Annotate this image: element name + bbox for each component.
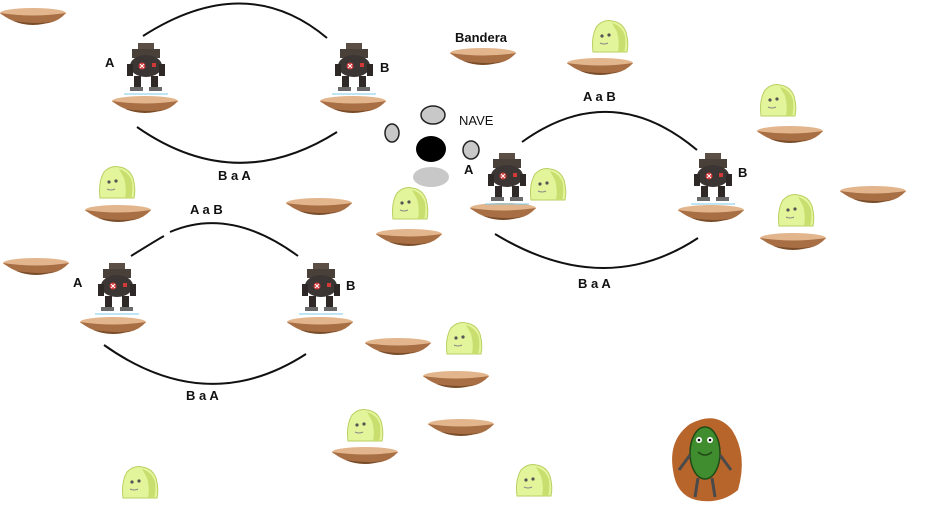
- robot-enemy[interactable]: [690, 152, 736, 205]
- paths: [103, 2, 699, 385]
- robot-enemy[interactable]: [331, 42, 377, 95]
- platform: [365, 338, 431, 355]
- path-right-b-to-a: [494, 233, 699, 269]
- slime-enemy[interactable]: [760, 84, 797, 117]
- platform: [428, 419, 494, 436]
- slime-enemy[interactable]: [446, 322, 483, 355]
- platform: [423, 371, 489, 388]
- ship-oval: [420, 105, 446, 125]
- endpoint-label-b: B: [346, 278, 356, 293]
- slime-enemy[interactable]: [516, 464, 553, 497]
- robot-enemy[interactable]: [484, 152, 530, 205]
- endpoint-label-a: A: [73, 275, 83, 290]
- platform: [470, 203, 536, 220]
- endpoint-label-b: B: [380, 60, 390, 75]
- slime-enemy[interactable]: [530, 168, 567, 201]
- slime-enemy[interactable]: [392, 187, 429, 220]
- endpoint-label-a: A: [105, 55, 115, 70]
- path-top-left-a-to-b: [142, 2, 328, 39]
- path-right-a-to-b: [521, 110, 698, 151]
- path-mid-left-b-to-a: [103, 344, 307, 385]
- platform: [80, 317, 146, 334]
- endpoint-label-b: B: [738, 165, 748, 180]
- ship-core: [416, 136, 446, 162]
- platform: [678, 205, 744, 222]
- ship-oval: [384, 123, 400, 143]
- platform: [0, 8, 66, 25]
- slime-enemy[interactable]: [99, 166, 136, 199]
- slime-enemy[interactable]: [592, 20, 629, 53]
- robot-enemy[interactable]: [94, 262, 140, 315]
- flag-label: Bandera: [455, 30, 508, 45]
- platform: [286, 198, 352, 215]
- slime-enemy[interactable]: [778, 194, 815, 227]
- platform: [287, 317, 353, 334]
- path-top-left-b-to-a: [136, 126, 338, 164]
- platform: [376, 229, 442, 246]
- green-pickle-player-icon[interactable]: [672, 418, 742, 502]
- platform: [332, 447, 398, 464]
- ship-oval: [462, 140, 480, 160]
- platform: [760, 233, 826, 250]
- platform: [85, 205, 151, 222]
- path-mid-left-a-to-b-start: [130, 235, 165, 257]
- slime-enemy[interactable]: [347, 409, 384, 442]
- path-label-b-to-a: B a A: [218, 168, 251, 183]
- ship-oval: [413, 167, 449, 187]
- ship-label: NAVE: [459, 113, 494, 128]
- platform: [567, 58, 633, 75]
- endpoint-label-a: A: [464, 162, 474, 177]
- slime-enemy[interactable]: [122, 466, 159, 499]
- robot-enemy[interactable]: [123, 42, 169, 95]
- platform: [840, 186, 906, 203]
- platform: [3, 258, 69, 275]
- path-label-b-to-a: B a A: [578, 276, 611, 291]
- ship-part-ovals-icon: [384, 105, 480, 187]
- platform: [757, 126, 823, 143]
- path-label-a-to-b: A a B: [583, 89, 616, 104]
- platform: [320, 96, 386, 113]
- robot-enemy[interactable]: [298, 262, 344, 315]
- platform: [450, 48, 516, 65]
- path-label-b-to-a: B a A: [186, 388, 219, 403]
- platform: [112, 96, 178, 113]
- path-label-a-to-b: A a B: [190, 202, 223, 217]
- path-mid-left-a-to-b-end: [169, 222, 299, 257]
